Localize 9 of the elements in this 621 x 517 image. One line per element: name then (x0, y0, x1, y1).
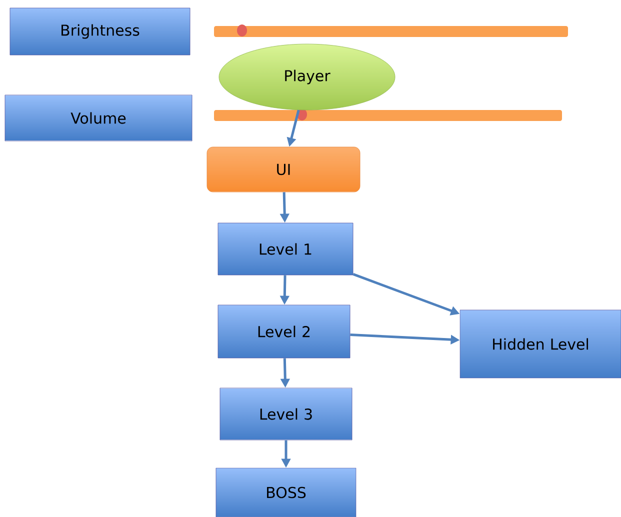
process-box: BOSS (216, 468, 356, 517)
process-box: Brightness (10, 8, 190, 56)
ellipse-node: Player (218, 44, 396, 110)
process-box: Level 3 (220, 388, 352, 440)
rounded-box: UI (206, 146, 360, 192)
process-box: Level 1 (218, 222, 354, 276)
process-box: Level 2 (218, 304, 350, 358)
process-box: Volume (4, 94, 192, 142)
process-box: Hidden Level (460, 310, 621, 378)
